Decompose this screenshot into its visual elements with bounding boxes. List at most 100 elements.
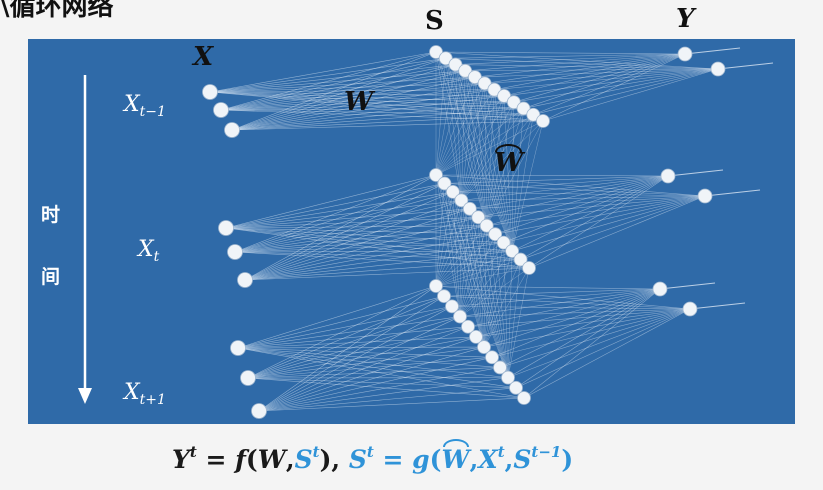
hidden-node	[509, 380, 523, 395]
connection-line	[231, 76, 475, 131]
connection-line	[495, 175, 669, 235]
connection-line	[486, 108, 524, 226]
connection-line	[231, 57, 446, 131]
connection-line	[451, 306, 691, 310]
connection-line	[435, 250, 513, 287]
connection-line	[435, 58, 446, 176]
connection-line	[504, 53, 686, 97]
connection-line	[435, 51, 686, 55]
connection-line	[244, 259, 521, 281]
output-node	[682, 301, 698, 317]
connection-line	[512, 195, 706, 252]
time-arrow-group	[78, 75, 92, 404]
connection-line	[444, 183, 461, 317]
connection-lines	[209, 47, 774, 412]
hidden-node	[438, 51, 453, 66]
hidden-node	[458, 63, 473, 78]
connection-line	[435, 51, 487, 226]
connection-line	[237, 347, 493, 358]
connection-line	[220, 89, 495, 111]
connection-line	[231, 89, 495, 131]
connection-line	[231, 108, 524, 131]
connection-line	[209, 91, 524, 109]
hidden-node	[477, 340, 491, 354]
connection-line	[459, 234, 496, 317]
output-node	[652, 281, 668, 297]
connection-line	[459, 308, 691, 317]
hidden-node	[526, 107, 541, 122]
connection-line	[684, 47, 741, 55]
connection-line	[528, 175, 669, 269]
connection-line	[234, 242, 504, 253]
connection-line	[445, 57, 719, 70]
connection-line	[469, 195, 706, 210]
connection-line	[461, 83, 485, 201]
connection-line	[234, 216, 479, 253]
connection-line	[455, 64, 513, 252]
time-arrowhead-icon	[78, 388, 92, 404]
connection-line	[247, 356, 493, 379]
connection-line	[225, 183, 445, 229]
connection-line	[435, 174, 509, 378]
hidden-node	[461, 319, 475, 334]
connection-line	[244, 250, 513, 281]
connection-line	[234, 208, 470, 253]
connection-line	[523, 288, 661, 399]
hidden-node	[517, 391, 531, 405]
connection-line	[513, 53, 686, 103]
connection-line	[244, 183, 445, 281]
connection-line	[220, 70, 466, 111]
input-node	[237, 272, 253, 288]
connection-line	[478, 175, 669, 218]
connection-line	[459, 225, 487, 317]
hidden-node	[505, 244, 519, 258]
connection-line	[491, 308, 691, 358]
connection-line	[209, 57, 446, 93]
connection-line	[225, 227, 521, 260]
input-node	[224, 122, 240, 138]
connection-line	[435, 51, 462, 201]
state-formula: St = g(W,Xt,St−1)	[348, 439, 574, 474]
connection-line	[237, 306, 453, 349]
connection-line	[474, 77, 513, 252]
connection-line	[435, 101, 514, 176]
connection-line	[494, 89, 513, 252]
connection-line	[435, 191, 454, 287]
connection-line	[511, 114, 534, 252]
connection-line	[258, 356, 493, 412]
connection-line	[523, 308, 691, 399]
hidden-node	[429, 279, 443, 293]
connection-line	[533, 68, 719, 116]
time-step-label-current: Xt	[138, 237, 160, 265]
connection-line	[503, 195, 706, 243]
connection-line	[237, 347, 509, 378]
hidden-node	[497, 89, 511, 103]
connection-line	[247, 346, 485, 379]
connection-line	[435, 183, 445, 287]
connection-line	[461, 200, 485, 348]
hidden-node	[477, 76, 492, 91]
connection-line	[234, 225, 487, 253]
connection-line	[484, 68, 719, 84]
weight-w-label: W	[344, 87, 374, 117]
connection-line	[247, 336, 477, 379]
connection-line	[461, 77, 476, 201]
connection-line	[247, 306, 453, 379]
connection-line	[483, 242, 504, 348]
connection-line	[231, 83, 485, 131]
hidden-node	[488, 227, 503, 242]
connection-line	[507, 288, 661, 378]
connection-line	[435, 174, 706, 197]
connection-line	[513, 68, 719, 103]
connection-line	[475, 308, 691, 338]
connection-line	[461, 175, 669, 201]
connection-line	[244, 208, 470, 281]
connection-line	[452, 191, 485, 348]
connection-line	[220, 57, 446, 111]
output-node	[710, 61, 726, 77]
hidden-node	[429, 45, 443, 59]
connection-line	[220, 51, 437, 111]
time-axis-char-2: 间	[41, 266, 61, 288]
connection-line	[247, 367, 501, 379]
